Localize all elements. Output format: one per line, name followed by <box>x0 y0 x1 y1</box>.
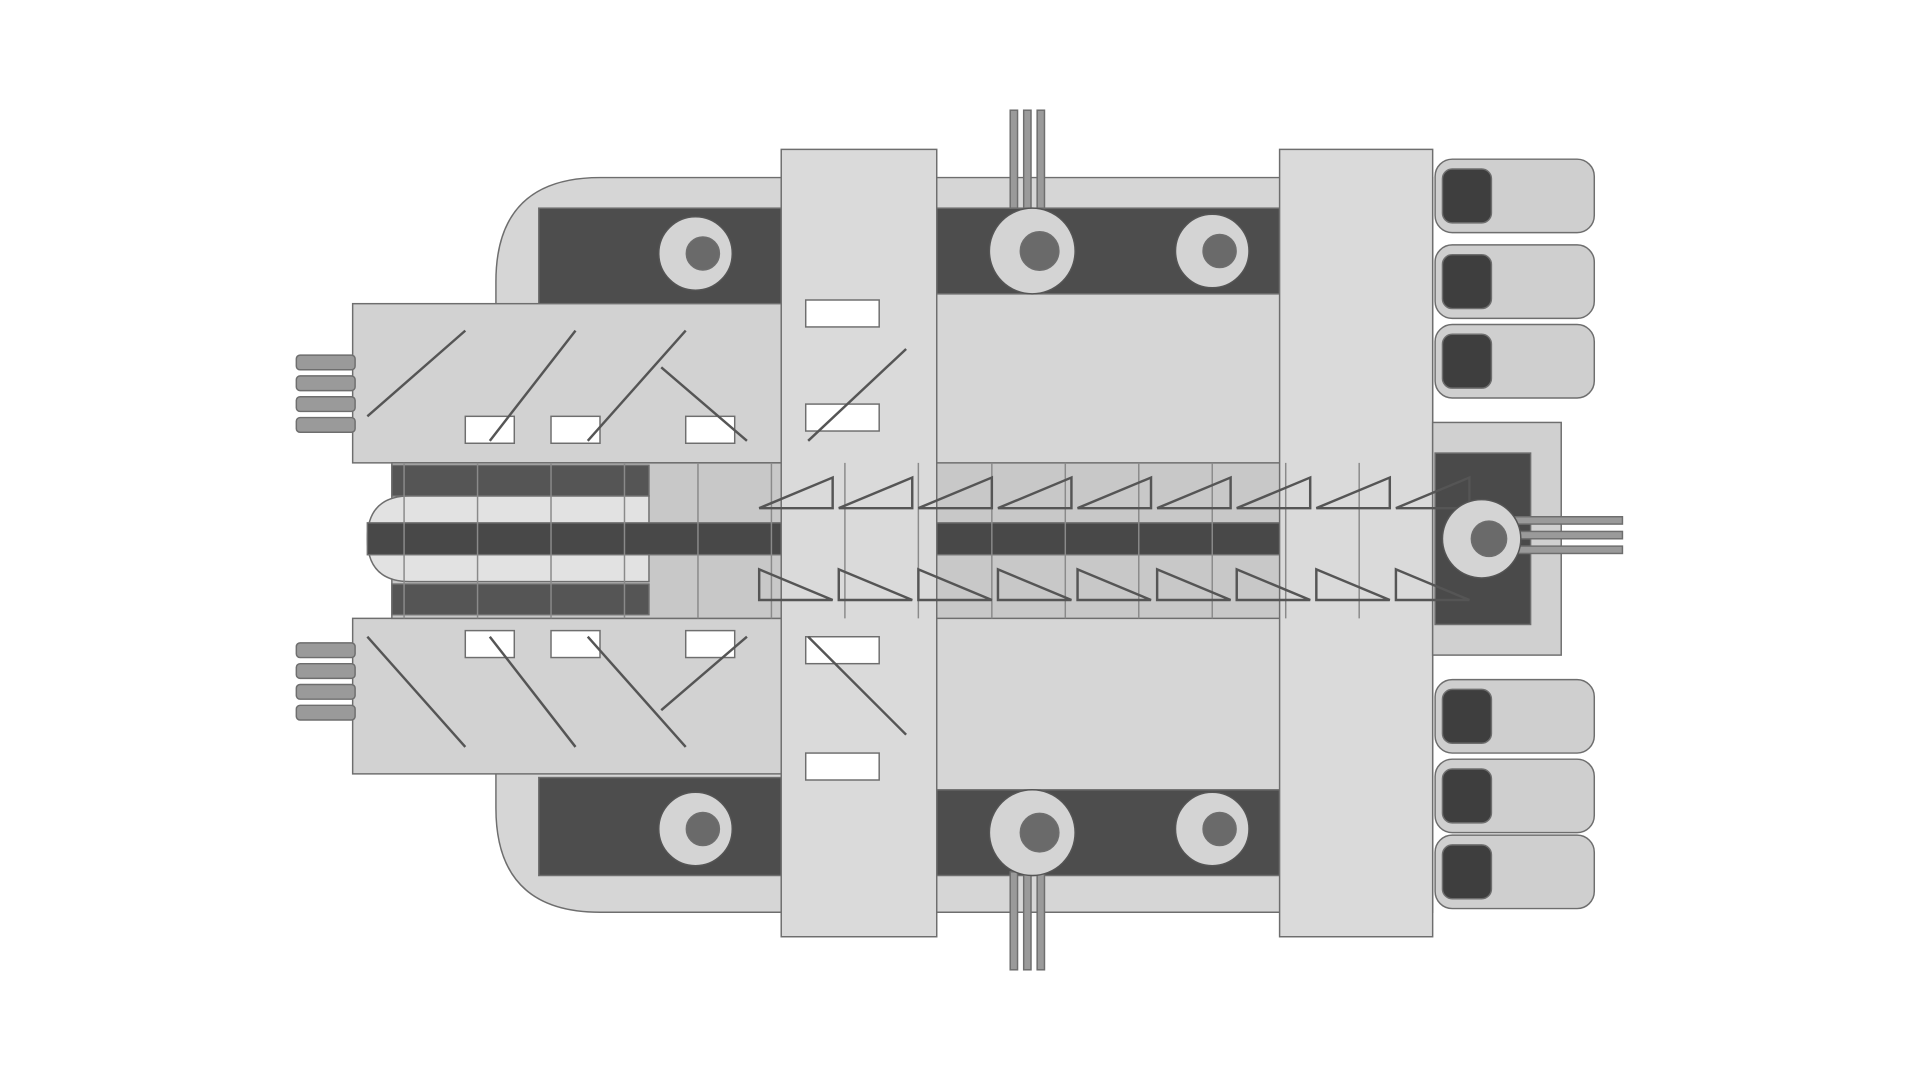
truss-triangle <box>997 475 1073 510</box>
truss-triangle <box>996 567 1072 602</box>
turret-barrel <box>1022 109 1032 209</box>
truss-strut <box>366 635 467 748</box>
window-panel <box>684 415 736 444</box>
gun-barrel <box>295 396 356 413</box>
truss-triangle <box>917 567 993 602</box>
window-panel <box>804 752 880 781</box>
truss-triangle <box>838 475 914 510</box>
engine-nozzle <box>1441 168 1493 224</box>
spine-dark-lower <box>391 583 650 616</box>
turret-hub <box>1019 812 1060 853</box>
truss-strut <box>660 635 748 712</box>
truss-triangle <box>1394 567 1470 602</box>
spaceship <box>295 109 1624 971</box>
truss-triangle <box>758 475 834 510</box>
turret-hub <box>685 811 721 847</box>
module-b <box>1278 148 1434 938</box>
gun-barrel <box>295 662 356 680</box>
turret-hub <box>685 236 721 271</box>
window-panel <box>464 629 516 659</box>
truss-triangle <box>757 567 834 602</box>
truss-triangle <box>1315 475 1392 510</box>
turret-barrel <box>1036 109 1046 209</box>
truss-triangle <box>1076 567 1152 602</box>
truss-triangle <box>1156 475 1232 510</box>
window-panel <box>804 636 880 665</box>
gun-barrel <box>295 354 356 371</box>
engine-nozzle <box>1441 333 1493 389</box>
truss-strut <box>366 329 467 418</box>
turret-barrel <box>1022 871 1032 971</box>
truss-triangle <box>1395 475 1471 510</box>
truss-triangle <box>1315 567 1391 602</box>
turret-hub <box>1202 233 1237 269</box>
gun-barrel <box>295 375 356 392</box>
truss-strut <box>586 329 687 442</box>
engine-nozzle <box>1441 688 1493 744</box>
turret-hub <box>1202 811 1237 847</box>
truss-strut <box>807 348 907 442</box>
gun-barrel <box>295 683 356 700</box>
truss-strut <box>586 635 687 748</box>
window-panel <box>550 629 601 659</box>
truss-triangle <box>917 475 994 510</box>
truss-strut <box>488 635 577 748</box>
truss-triangle <box>1235 567 1311 602</box>
gun-barrel <box>295 642 356 659</box>
window-panel <box>804 299 880 328</box>
spine-dark-upper <box>391 464 650 497</box>
turret-barrel <box>1036 871 1046 971</box>
module-a <box>780 148 938 938</box>
gun-barrel <box>295 704 356 721</box>
truss-triangle <box>1155 567 1232 602</box>
turret-barrel <box>1009 871 1019 971</box>
truss-strut <box>488 329 577 442</box>
engine-nozzle <box>1441 844 1493 900</box>
turret-barrel <box>1009 109 1019 209</box>
truss-strut <box>660 366 748 442</box>
truss-strut <box>807 635 907 736</box>
truss-triangle <box>837 567 913 602</box>
gun-barrel <box>295 416 356 433</box>
truss-triangle <box>1236 475 1312 510</box>
turret-hub <box>1470 520 1508 558</box>
turret-hub <box>1019 231 1060 272</box>
engine-nozzle <box>1441 253 1493 310</box>
truss-triangle <box>1077 475 1153 510</box>
window-panel <box>550 415 601 444</box>
engine-nozzle <box>1441 768 1493 824</box>
